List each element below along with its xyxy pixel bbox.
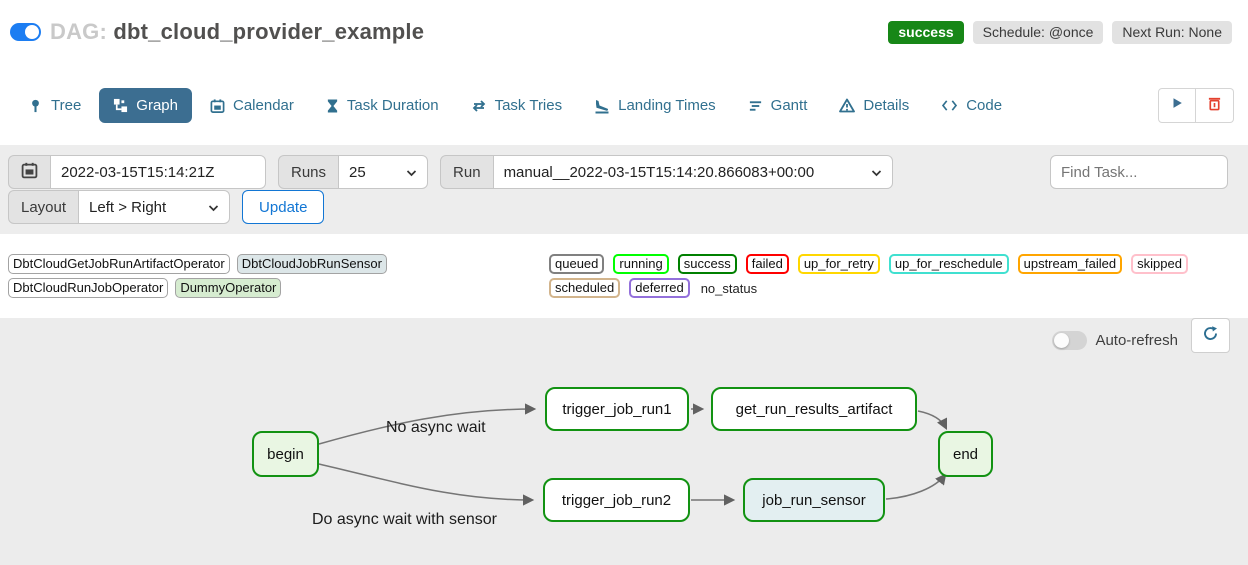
auto-refresh-label: Auto-refresh — [1095, 332, 1178, 349]
tab-details[interactable]: Details — [825, 88, 923, 123]
tab-gantt[interactable]: Gantt — [734, 88, 822, 123]
dag-prefix-label: DAG: — [50, 19, 108, 44]
repeat-icon — [471, 99, 487, 113]
dag-pause-toggle[interactable] — [10, 23, 41, 41]
calendar-icon — [21, 162, 38, 183]
calendar-icon — [210, 98, 225, 114]
layout-label: Layout — [8, 190, 80, 224]
code-icon — [941, 99, 958, 112]
run-label: Run — [440, 155, 494, 189]
plane-landing-icon — [594, 98, 610, 114]
header: DAG: dbt_cloud_provider_example success … — [0, 0, 1248, 64]
task-node-get-run-results-artifact[interactable]: get_run_results_artifact — [711, 387, 917, 431]
chevron-down-icon — [861, 164, 882, 181]
tab-task-duration[interactable]: Task Duration — [312, 88, 453, 123]
update-button[interactable]: Update — [242, 190, 325, 224]
auto-refresh-controls: Auto-refresh — [1052, 318, 1230, 353]
toggle-knob — [25, 25, 39, 39]
task-node-end[interactable]: end — [938, 431, 993, 477]
dag-id: dbt_cloud_provider_example — [113, 19, 425, 44]
task-node-trigger-job-run2[interactable]: trigger_job_run2 — [543, 478, 690, 522]
task-node-job-run-sensor[interactable]: job_run_sensor — [743, 478, 885, 522]
operator-badge: DbtCloudRunJobOperator — [8, 278, 169, 298]
gantt-icon — [748, 99, 763, 113]
hourglass-icon — [326, 98, 339, 114]
status-badge-running[interactable]: running — [613, 254, 669, 274]
edge-label-no-async-wait: No async wait — [386, 419, 486, 436]
details-triangle-icon — [839, 98, 856, 113]
operator-badge: DbtCloudGetJobRunArtifactOperator — [8, 254, 230, 274]
filter-row-2: Layout Left > Right Update — [8, 190, 1240, 224]
page-title: DAG: dbt_cloud_provider_example — [50, 19, 424, 45]
view-tabs: Tree Graph Calendar Task Duration Task T… — [0, 64, 1248, 124]
legend: DbtCloudGetJobRunArtifactOperator DbtClo… — [0, 254, 1248, 298]
run-group: Run manual__2022-03-15T15:14:20.866083+0… — [440, 155, 893, 189]
tab-landing-times[interactable]: Landing Times — [580, 88, 730, 123]
dag-status-badge: success — [888, 20, 964, 44]
status-label-no-status: no_status — [700, 280, 758, 296]
layout-group: Layout Left > Right — [8, 190, 231, 224]
status-badge-deferred[interactable]: deferred — [629, 278, 690, 298]
base-date-group — [8, 155, 266, 189]
status-badge-skipped[interactable]: skipped — [1131, 254, 1188, 274]
run-select[interactable]: manual__2022-03-15T15:14:20.866083+00:00 — [492, 155, 893, 189]
auto-refresh-toggle[interactable] — [1052, 331, 1088, 350]
filter-panel: Runs 25 Run manual__2022-03-15T15:14:20.… — [0, 145, 1248, 234]
status-badge-success[interactable]: success — [677, 254, 737, 274]
tree-icon — [28, 98, 43, 114]
layout-select[interactable]: Left > Right — [78, 190, 231, 224]
header-badges: success Schedule: @once Next Run: None — [888, 20, 1232, 44]
find-task-input[interactable] — [1050, 155, 1228, 189]
refresh-button[interactable] — [1191, 318, 1230, 353]
operator-legend: DbtCloudGetJobRunArtifactOperator DbtClo… — [8, 254, 549, 298]
task-node-trigger-job-run1[interactable]: trigger_job_run1 — [545, 387, 689, 431]
dag-action-buttons — [1158, 88, 1234, 123]
filter-row-1: Runs 25 Run manual__2022-03-15T15:14:20.… — [8, 155, 1240, 189]
operator-badge: DbtCloudJobRunSensor — [236, 254, 387, 274]
next-run-badge: Next Run: None — [1112, 20, 1232, 44]
runs-label: Runs — [278, 155, 340, 189]
status-legend: queued running success failed up_for_ret… — [549, 254, 1240, 298]
tab-code[interactable]: Code — [927, 88, 1016, 123]
toggle-knob — [1054, 333, 1070, 348]
base-date-input[interactable] — [50, 155, 266, 189]
chevron-down-icon — [396, 164, 417, 181]
status-badge-failed[interactable]: failed — [745, 254, 789, 274]
tab-task-tries[interactable]: Task Tries — [457, 88, 577, 123]
chevron-down-icon — [198, 199, 219, 216]
status-badge-up-for-retry[interactable]: up_for_retry — [797, 254, 880, 274]
status-badge-queued[interactable]: queued — [549, 254, 605, 274]
refresh-icon — [1202, 325, 1219, 347]
status-badge-up-for-reschedule[interactable]: up_for_reschedule — [888, 254, 1009, 274]
runs-group: Runs 25 — [278, 155, 429, 189]
tab-tree[interactable]: Tree — [14, 88, 95, 123]
operator-badge: DummyOperator — [175, 278, 282, 298]
play-icon — [1170, 96, 1184, 115]
tab-graph[interactable]: Graph — [99, 88, 192, 123]
tab-calendar[interactable]: Calendar — [196, 88, 308, 123]
graph-icon — [113, 98, 128, 113]
status-badge-scheduled[interactable]: scheduled — [549, 278, 621, 298]
task-node-begin[interactable]: begin — [252, 431, 319, 477]
delete-dag-button[interactable] — [1196, 88, 1234, 123]
graph-edges — [318, 403, 948, 506]
dag-graph-panel: No async wait Do async wait with sensor … — [0, 318, 1248, 565]
trigger-dag-button[interactable] — [1158, 88, 1196, 123]
edge-label-do-async-wait: Do async wait with sensor — [312, 511, 497, 528]
schedule-badge: Schedule: @once — [972, 20, 1104, 44]
runs-select[interactable]: 25 — [338, 155, 429, 189]
trash-icon — [1207, 95, 1222, 116]
status-badge-upstream-failed[interactable]: upstream_failed — [1017, 254, 1123, 274]
calendar-picker-button[interactable] — [8, 155, 51, 189]
